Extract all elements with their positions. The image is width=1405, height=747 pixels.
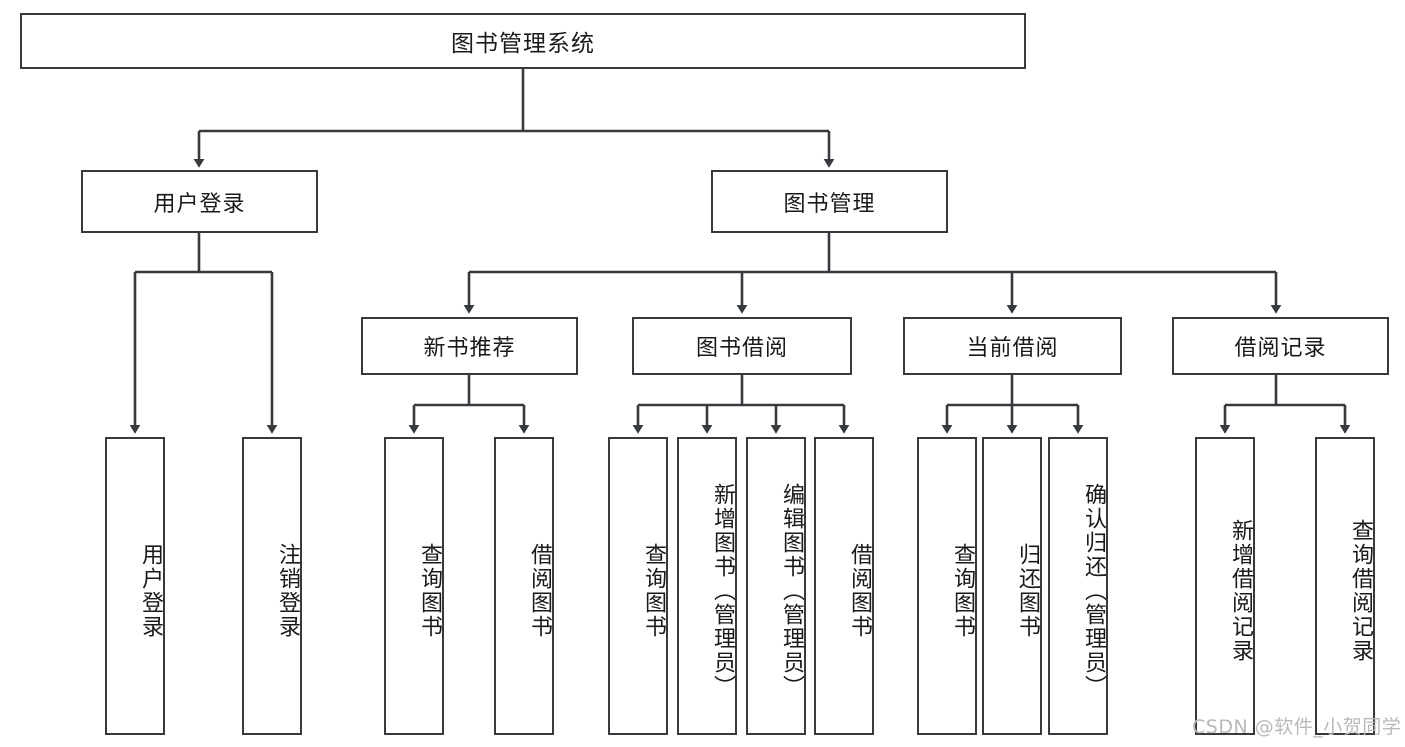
- csdn-watermark: CSDN @软件_小贺同学: [1192, 716, 1402, 738]
- leaf-edit-book[interactable]: 编辑图书（管理员）: [746, 437, 806, 735]
- leaf-label: 查询图书: [641, 543, 666, 639]
- node-borrow-record[interactable]: 借阅记录: [1172, 317, 1389, 375]
- node-book-management[interactable]: 图书管理: [711, 170, 948, 233]
- leaf-label: 注销登录: [275, 543, 300, 639]
- leaf-user-logout[interactable]: 注销登录: [242, 437, 302, 735]
- leaf-label: 用户登录: [138, 543, 163, 639]
- leaf-add-book[interactable]: 新增图书（管理员）: [677, 437, 737, 735]
- leaf-label: 归还图书: [1015, 543, 1040, 639]
- leaf-borrow-book-1[interactable]: 借阅图书: [494, 437, 554, 735]
- leaf-label: 确认归还（管理员）: [1081, 483, 1106, 699]
- leaf-label: 新增图书（管理员）: [710, 483, 735, 699]
- leaf-confirm-return[interactable]: 确认归还（管理员）: [1048, 437, 1108, 735]
- leaf-label: 新增借阅记录: [1228, 519, 1253, 663]
- node-current-borrow[interactable]: 当前借阅: [903, 317, 1122, 375]
- leaf-borrow-book-2[interactable]: 借阅图书: [814, 437, 874, 735]
- leaf-label: 编辑图书（管理员）: [779, 483, 804, 699]
- node-new-book-recommend[interactable]: 新书推荐: [361, 317, 578, 375]
- node-user-login[interactable]: 用户登录: [81, 170, 318, 233]
- leaf-query-book-1[interactable]: 查询图书: [384, 437, 444, 735]
- leaf-label: 查询借阅记录: [1348, 519, 1373, 663]
- leaf-label: 借阅图书: [527, 543, 552, 639]
- leaf-add-record[interactable]: 新增借阅记录: [1195, 437, 1255, 735]
- leaf-label: 查询图书: [950, 543, 975, 639]
- node-root[interactable]: 图书管理系统: [20, 13, 1026, 69]
- leaf-user-login[interactable]: 用户登录: [105, 437, 165, 735]
- leaf-return-book[interactable]: 归还图书: [982, 437, 1042, 735]
- leaf-query-book-3[interactable]: 查询图书: [917, 437, 977, 735]
- leaf-label: 借阅图书: [847, 543, 872, 639]
- leaf-query-record[interactable]: 查询借阅记录: [1315, 437, 1375, 735]
- leaf-query-book-2[interactable]: 查询图书: [608, 437, 668, 735]
- leaf-label: 查询图书: [417, 543, 442, 639]
- node-book-borrow[interactable]: 图书借阅: [632, 317, 852, 375]
